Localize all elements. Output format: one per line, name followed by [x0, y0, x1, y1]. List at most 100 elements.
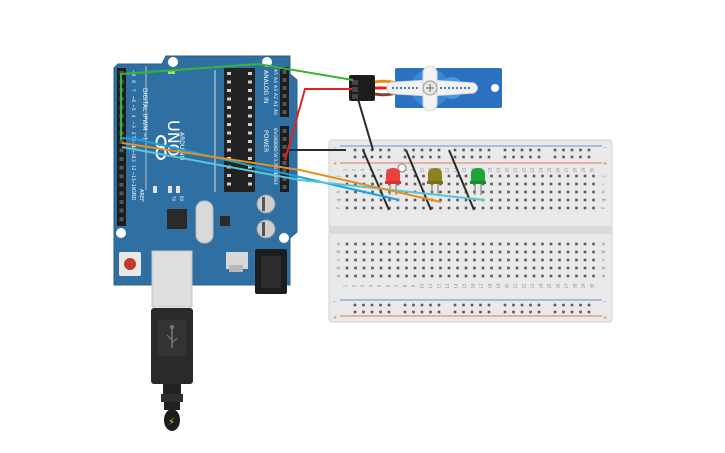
breadboard-hole[interactable] — [371, 174, 374, 178]
breadboard-hole[interactable] — [396, 258, 400, 262]
rail-hole[interactable] — [562, 303, 565, 307]
breadboard-hole[interactable] — [405, 182, 408, 186]
breadboard-hole[interactable] — [566, 182, 570, 186]
rail-hole[interactable] — [379, 155, 382, 159]
servo-motor[interactable] — [349, 65, 502, 112]
breadboard-hole[interactable] — [413, 274, 417, 278]
rail-hole[interactable] — [403, 155, 407, 159]
breadboard-hole[interactable] — [456, 258, 459, 262]
breadboard-hole[interactable] — [583, 198, 587, 202]
breadboard-hole[interactable] — [439, 242, 442, 246]
breadboard-hole[interactable] — [507, 250, 510, 254]
rail-hole[interactable] — [462, 310, 465, 314]
breadboard-hole[interactable] — [592, 250, 595, 254]
rail-hole[interactable] — [579, 155, 582, 159]
breadboard-hole[interactable] — [583, 250, 587, 254]
breadboard-hole[interactable] — [464, 206, 468, 210]
breadboard-hole[interactable] — [439, 274, 442, 278]
breadboard-hole[interactable] — [515, 266, 519, 270]
rail-hole[interactable] — [462, 155, 465, 159]
breadboard-hole[interactable] — [524, 258, 527, 262]
led-green[interactable] — [470, 168, 486, 195]
breadboard-hole[interactable] — [413, 250, 417, 254]
breadboard-hole[interactable] — [592, 198, 595, 202]
breadboard-hole[interactable] — [575, 274, 578, 278]
rail-hole[interactable] — [412, 310, 415, 314]
header-pin[interactable] — [119, 139, 124, 144]
rail-hole[interactable] — [487, 155, 491, 159]
breadboard-hole[interactable] — [405, 206, 408, 210]
breadboard-hole[interactable] — [498, 266, 502, 270]
breadboard-hole[interactable] — [507, 258, 510, 262]
breadboard-hole[interactable] — [388, 206, 391, 210]
breadboard-hole[interactable] — [490, 266, 493, 270]
breadboard-hole[interactable] — [354, 198, 357, 202]
breadboard-hole[interactable] — [405, 242, 408, 246]
breadboard-hole[interactable] — [354, 266, 357, 270]
rail-hole[interactable] — [353, 155, 357, 159]
breadboard-hole[interactable] — [507, 182, 510, 186]
breadboard-hole[interactable] — [498, 250, 502, 254]
breadboard-hole[interactable] — [371, 250, 374, 254]
rail-hole[interactable] — [362, 310, 365, 314]
jumper-black-1[interactable] — [362, 149, 390, 211]
header-pin[interactable] — [282, 169, 287, 173]
breadboard-hole[interactable] — [422, 174, 425, 178]
header-pin[interactable] — [282, 177, 287, 181]
breadboard-hole[interactable] — [566, 274, 570, 278]
breadboard-hole[interactable] — [422, 258, 425, 262]
rail-hole[interactable] — [462, 148, 465, 152]
breadboard-hole[interactable] — [481, 250, 485, 254]
breadboard-hole[interactable] — [473, 266, 476, 270]
breadboard-hole[interactable] — [371, 266, 374, 270]
breadboard-hole[interactable] — [566, 190, 570, 194]
rail-hole[interactable] — [437, 155, 441, 159]
breadboard-hole[interactable] — [371, 182, 374, 186]
breadboard-hole[interactable] — [583, 274, 587, 278]
breadboard-hole[interactable] — [354, 206, 357, 210]
breadboard-hole[interactable] — [558, 198, 561, 202]
breadboard-hole[interactable] — [507, 242, 510, 246]
breadboard-hole[interactable] — [524, 266, 527, 270]
rail-hole[interactable] — [520, 310, 524, 314]
breadboard-hole[interactable] — [498, 258, 502, 262]
breadboard-hole[interactable] — [549, 258, 553, 262]
breadboard-hole[interactable] — [515, 190, 519, 194]
breadboard-hole[interactable] — [592, 266, 595, 270]
breadboard-hole[interactable] — [456, 206, 459, 210]
breadboard-hole[interactable] — [447, 190, 451, 194]
breadboard-hole[interactable] — [345, 182, 349, 186]
breadboard-hole[interactable] — [456, 174, 459, 178]
breadboard-hole[interactable] — [388, 242, 391, 246]
breadboard-hole[interactable] — [558, 174, 561, 178]
wire-red-5v[interactable] — [284, 88, 352, 161]
rail-hole[interactable] — [387, 303, 391, 307]
breadboard-hole[interactable] — [498, 242, 502, 246]
rail-hole[interactable] — [587, 310, 591, 314]
breadboard-hole[interactable] — [430, 250, 434, 254]
breadboard-hole[interactable] — [583, 242, 587, 246]
rail-hole[interactable] — [412, 303, 415, 307]
breadboard-hole[interactable] — [362, 258, 366, 262]
rail-hole[interactable] — [453, 155, 457, 159]
rail-hole[interactable] — [362, 155, 365, 159]
header-pin[interactable] — [119, 182, 124, 187]
breadboard-hole[interactable] — [405, 198, 408, 202]
rail-hole[interactable] — [370, 155, 374, 159]
breadboard-hole[interactable] — [507, 206, 510, 210]
rail-hole[interactable] — [470, 155, 474, 159]
rail-hole[interactable] — [512, 148, 515, 152]
breadboard-hole[interactable] — [498, 174, 502, 178]
breadboard-hole[interactable] — [490, 274, 493, 278]
breadboard-hole[interactable] — [354, 174, 357, 178]
breadboard-hole[interactable] — [405, 266, 408, 270]
rail-hole[interactable] — [437, 148, 441, 152]
breadboard-hole[interactable] — [379, 198, 383, 202]
rail-hole[interactable] — [362, 303, 365, 307]
breadboard-hole[interactable] — [583, 190, 587, 194]
wire-teal[interactable] — [121, 146, 485, 201]
breadboard-hole[interactable] — [371, 190, 374, 194]
rail-hole[interactable] — [503, 310, 507, 314]
breadboard-hole[interactable] — [439, 190, 442, 194]
breadboard-hole[interactable] — [464, 266, 468, 270]
